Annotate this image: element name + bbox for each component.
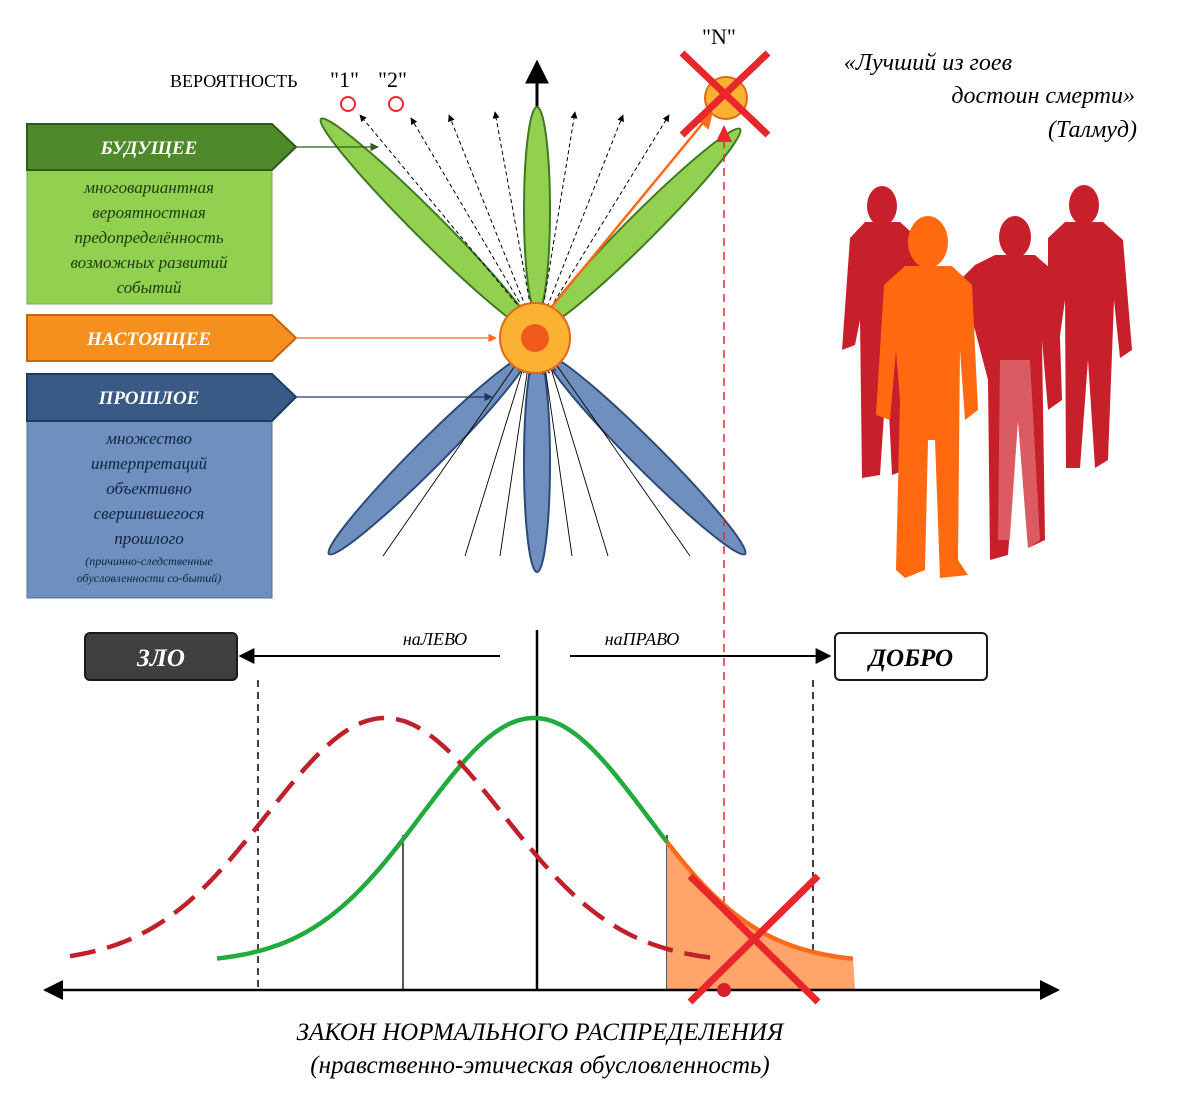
probability-2-label: "2" [378,67,407,92]
footer-title: ЗАКОН НОРМАЛЬНОГО РАСПРЕДЕЛЕНИЯ [297,1019,785,1046]
evil-box: ЗЛО [84,632,238,681]
evil-label: ЗЛО [136,645,185,672]
past-text-line-1: множество [105,429,192,448]
past-text-line-4: свершившегося [94,504,205,523]
quote-block: «Лучший из гоев достоин смерти» (Талмуд) [844,50,1137,143]
future-text-line-5: событий [117,278,182,297]
right-direction-label: наПРАВО [605,629,680,649]
past-title: ПРОШЛОЕ [98,388,200,409]
present-center-dot [521,324,549,352]
past-text-line-3: объективно [106,479,192,498]
future-text-line-1: многовариантная [83,178,214,197]
tail-cross-icon [687,873,821,1005]
future-text-line-3: предопределённость [74,228,223,247]
past-text-line-2: интерпретаций [91,454,208,473]
future-text-line-4: возможных развитий [71,253,228,272]
future-block: БУДУЩЕЕ многовариантная вероятностная пр… [26,123,379,305]
quote-line-3: (Талмуд) [1048,117,1137,143]
probability-1-label: "1" [330,67,359,92]
probability-label: ВЕРОЯТНОСТЬ [170,71,298,91]
present-title: НАСТОЯЩЕЕ [86,329,211,350]
past-note-line-2: обусловленности со-бытий) [77,571,222,585]
silhouette-man-back-right [1048,185,1132,468]
good-label: ДОБРО [867,645,953,672]
target-axis-dot [717,983,731,997]
selected-future-arrow [544,110,714,316]
future-text-line-2: вероятностная [92,203,206,222]
left-direction-label: наЛЕВО [403,629,467,649]
future-petals [319,106,742,333]
quote-line-2: достоин смерти» [951,83,1135,109]
target-n-projection-arrowhead [716,125,732,142]
red-dashed-normal-curve [69,715,713,960]
probability-1-marker [340,96,356,112]
past-text-line-5: прошлого [114,529,184,548]
right-tail-area [667,842,855,990]
target-n-cross-icon [679,50,771,138]
future-title: БУДУЩЕЕ [100,138,198,159]
future-probability-arrows [359,111,670,321]
present-block: НАСТОЯЩЕЕ [26,314,497,362]
people-silhouettes-group [842,185,1132,578]
past-petals [327,351,747,573]
green-normal-curve [216,715,669,961]
past-note-line-1: (причинно-следственные [85,554,213,568]
footer-subtitle: (нравственно-этическая обусловленность) [310,1052,769,1079]
silhouette-man-front-orange [876,216,978,578]
past-converging-arrows [382,360,691,557]
past-block: ПРОШЛОЕ множество интерпретаций объектив… [26,373,493,599]
probability-n-label: "N" [702,24,736,49]
quote-line-1: «Лучший из гоев [844,50,1012,76]
good-box: ДОБРО [834,632,988,681]
silhouette-man-middle-right [955,216,1062,560]
probability-2-marker [388,96,404,112]
